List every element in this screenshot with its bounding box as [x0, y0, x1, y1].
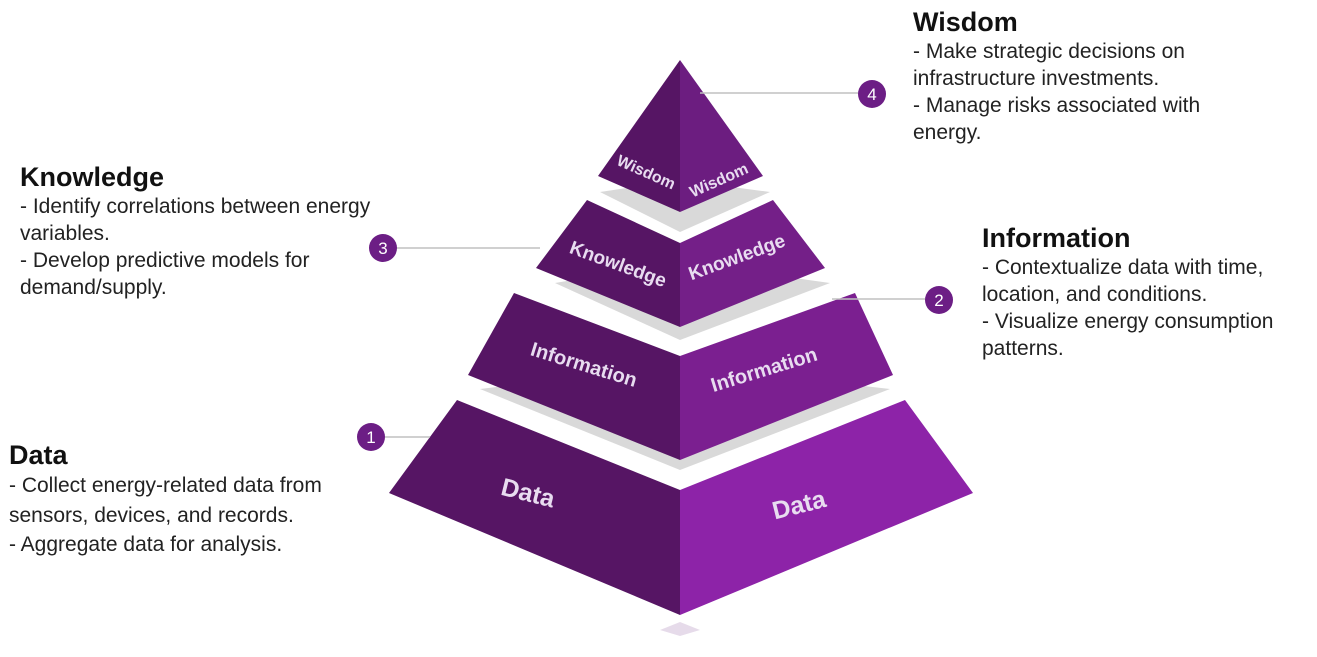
data-right-face [680, 400, 973, 615]
wisdom-line-4: energy. [913, 121, 982, 145]
data-line-2: sensors, devices, and records. [9, 503, 294, 527]
information-right-face [680, 293, 893, 460]
wisdom-left-face [598, 60, 680, 212]
information-description: Information - Contextualize data with ti… [982, 222, 1312, 362]
information-title: Information [982, 223, 1131, 253]
data-badge-number: 1 [366, 428, 375, 447]
data-title: Data [9, 440, 68, 470]
data-line-1: - Collect energy-related data from [9, 474, 322, 498]
knowledge-badge-number: 3 [378, 239, 387, 258]
data-badge [357, 423, 385, 451]
knowledge-left-face [536, 200, 680, 327]
wisdom-line-1: - Make strategic decisions on [913, 40, 1185, 64]
information-left-face [468, 293, 680, 460]
wisdom-title: Wisdom [913, 7, 1018, 37]
knowledge-line-1: - Identify correlations between energy [20, 195, 371, 219]
wisdom-right-face [680, 60, 763, 212]
knowledge-title: Knowledge [20, 162, 165, 192]
wisdom-description: Wisdom - Make strategic decisions on inf… [913, 6, 1303, 146]
information-line-2: location, and conditions. [982, 283, 1208, 307]
bottom-reflection [660, 622, 700, 636]
information-line-4: patterns. [982, 337, 1064, 361]
wisdom-line-3: - Manage risks associated with [913, 94, 1201, 118]
information-badge-number: 2 [934, 291, 943, 310]
wisdom-badge [858, 80, 886, 108]
knowledge-line-2: variables. [20, 222, 110, 246]
knowledge-description: Knowledge - Identify correlations betwee… [20, 161, 420, 301]
information-badge [925, 286, 953, 314]
knowledge-right-face [680, 200, 825, 327]
knowledge-badge [369, 234, 397, 262]
data-left-face [389, 400, 680, 615]
data-description: Data - Collect energy-related data from … [9, 439, 389, 560]
information-line-1: - Contextualize data with time, [982, 256, 1264, 280]
knowledge-line-4: demand/supply. [20, 276, 167, 300]
wisdom-line-2: infrastructure investments. [913, 67, 1160, 91]
wisdom-badge-number: 4 [867, 85, 876, 104]
data-line-3: - Aggregate data for analysis. [9, 533, 283, 557]
knowledge-line-3: - Develop predictive models for [20, 249, 310, 273]
information-line-3: - Visualize energy consumption [982, 310, 1274, 334]
